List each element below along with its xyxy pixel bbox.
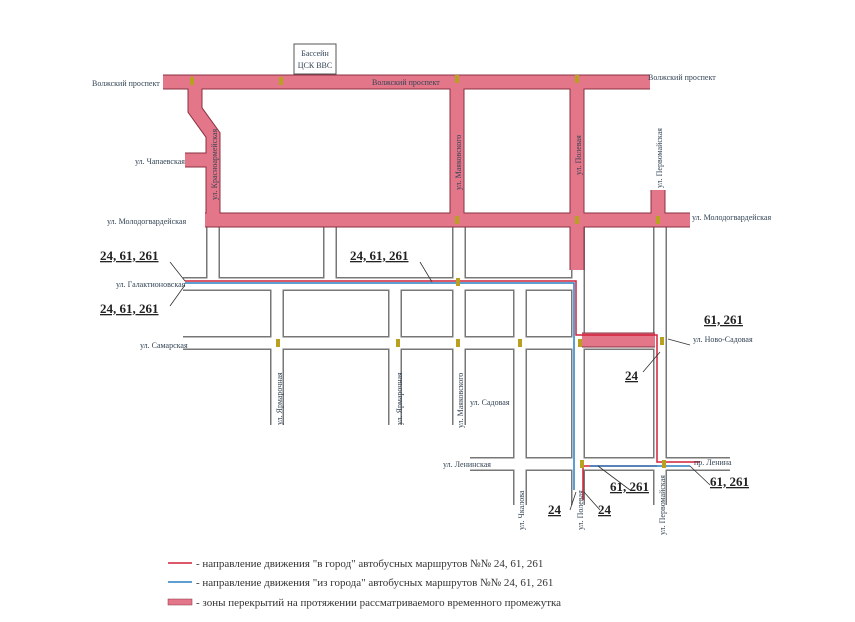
landmark-box: Бассейн ЦСК ВВС [293, 43, 337, 75]
street-label: ул. Садовая [470, 398, 510, 407]
route-label: 24, 61, 261 [350, 248, 409, 263]
street-label: ул. Ярмарочная [395, 372, 404, 425]
street-label: ул. Первомайская [655, 128, 664, 188]
street-label: ул. Ярмарочная [275, 372, 284, 425]
landmark-line2: ЦСК ВВС [298, 61, 332, 70]
street-label: ул. Молодогвардейская [692, 213, 771, 222]
route-label: 24, 61, 261 [100, 248, 159, 263]
street-label: Волжский проспект [648, 73, 716, 82]
white-roads [183, 227, 730, 505]
legend-item: - зоны перекрытий на протяжении рассматр… [196, 597, 561, 609]
legend-overlap-swatch-icon [167, 598, 193, 606]
route-label: 24 [598, 502, 612, 517]
route-from-city [185, 282, 575, 490]
route-label: 24, 61, 261 [100, 301, 159, 316]
landmark-line1: Бассейн [301, 49, 329, 58]
street-label: ул. Чапаевская [135, 157, 185, 166]
legend-item: - направление движения "в город" автобус… [196, 558, 543, 570]
traffic-lights [190, 75, 666, 468]
route-label: 24 [548, 502, 562, 517]
street-label: Волжский проспект [372, 78, 440, 87]
street-label: ул. Первомайская [658, 475, 667, 535]
street-label: ул. Полевая [574, 135, 583, 175]
route-label: 61, 261 [710, 474, 749, 489]
street-label: ул. Ленинская [443, 460, 491, 469]
route-labels: 24, 61, 261 24, 61, 261 24, 61, 261 61, … [100, 248, 749, 517]
overlap-zones [163, 74, 690, 348]
street-label: ул. Красноармейская [210, 128, 219, 200]
street-label: ул. Маяковского [456, 373, 465, 428]
street-label: ул. Полевая [576, 490, 585, 530]
street-label: ул. Молодогвардейская [107, 217, 186, 226]
street-label: пр. Ленина [694, 458, 732, 467]
legend: - направление движения "в город" автобус… [167, 558, 561, 609]
street-labels: Волжский проспект Волжский проспект Волж… [92, 73, 771, 535]
street-label: ул. Маяковского [454, 135, 463, 190]
street-label: ул. Чкалова [517, 490, 526, 530]
street-label: Волжский проспект [92, 79, 160, 88]
legend-item: - направление движения "из города" автоб… [196, 577, 553, 589]
route-label: 61, 261 [704, 312, 743, 327]
street-label: ул. Галактионовская [116, 280, 186, 289]
route-label: 24 [625, 368, 639, 383]
street-label: ул. Ново-Садовая [693, 335, 753, 344]
street-label: ул. Самарская [140, 341, 188, 350]
route-label: 61, 261 [610, 479, 649, 494]
